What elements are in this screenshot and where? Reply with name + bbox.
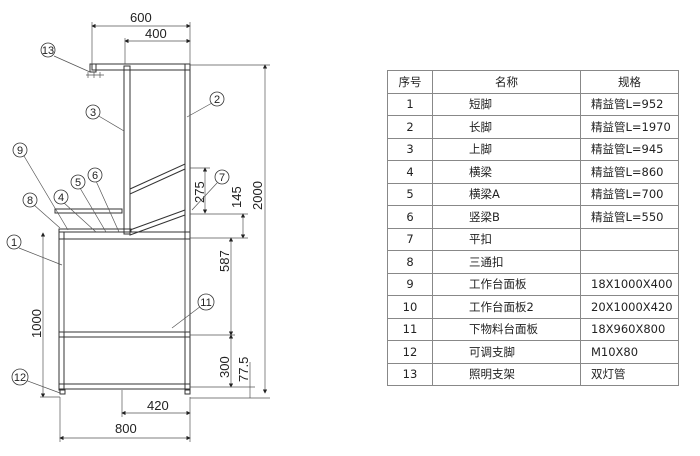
svg-text:8: 8 (27, 195, 33, 207)
row-name: 可调支脚 (432, 340, 581, 364)
callout-4: 4 (53, 189, 97, 233)
dim-400: 400 (145, 26, 167, 41)
row-spec: 双灯管 (580, 362, 679, 386)
dim-587: 587 (217, 250, 232, 272)
row-name: 上脚 (432, 137, 581, 161)
svg-text:13: 13 (42, 45, 54, 57)
frame (54, 63, 191, 395)
row-no: 13 (387, 362, 433, 386)
row-spec: 18X960X800 (580, 317, 679, 341)
callout-6: 6 (87, 167, 120, 233)
callout-2: 2 (186, 91, 225, 118)
table-header: 序号 名称 规格 (387, 70, 679, 94)
row-spec: 精益管L=945 (580, 137, 679, 161)
row-no: 2 (387, 115, 433, 139)
dim-145: 145 (229, 186, 244, 208)
row-name: 三通扣 (432, 250, 581, 274)
svg-text:5: 5 (75, 177, 81, 189)
row-name: 工作台面板2 (432, 295, 581, 319)
row-spec: 20X1000X420 (580, 295, 679, 319)
dimension-lines (40, 22, 270, 442)
row-name: 照明支架 (432, 362, 581, 386)
svg-text:1: 1 (11, 237, 17, 249)
row-no: 5 (387, 182, 433, 206)
callout-12: 12 (11, 368, 61, 394)
dim-800: 800 (115, 421, 137, 436)
dim-300: 300 (217, 356, 232, 378)
callout-1: 1 (6, 234, 63, 266)
dimension-labels: 600 400 2000 275 145 587 300 77.5 1000 4… (29, 10, 265, 436)
callout-9: 9 (12, 142, 69, 231)
row-no: 10 (387, 295, 433, 319)
row-no: 11 (387, 317, 433, 341)
svg-text:2: 2 (214, 94, 220, 106)
row-spec: 精益管L=550 (580, 205, 679, 229)
callout-8: 8 (22, 192, 61, 229)
row-name: 下物料台面板 (432, 317, 581, 341)
row-no: 9 (387, 272, 433, 296)
row-name: 平扣 (432, 227, 581, 251)
row-name: 横梁 (432, 160, 581, 184)
dim-77-5: 77.5 (236, 357, 251, 382)
callouts: 13 2 3 9 6 5 4 8 7 1 11 12 (6, 42, 230, 394)
svg-text:11: 11 (200, 297, 211, 309)
row-spec: M10X80 (580, 340, 679, 364)
svg-text:9: 9 (17, 145, 23, 157)
row-no: 6 (387, 205, 433, 229)
svg-text:4: 4 (58, 192, 64, 204)
dim-2000: 2000 (250, 181, 265, 210)
row-spec: 精益管L=1970 (580, 115, 679, 139)
row-spec (580, 250, 679, 274)
row-name: 长脚 (432, 115, 581, 139)
header-name: 名称 (432, 70, 581, 94)
row-spec: 精益管L=860 (580, 160, 679, 184)
row-name: 短脚 (432, 92, 581, 116)
row-no: 12 (387, 340, 433, 364)
row-name: 横梁A (432, 182, 581, 206)
row-no: 7 (387, 227, 433, 251)
row-no: 3 (387, 137, 433, 161)
dim-1000: 1000 (29, 309, 44, 338)
dim-420: 420 (147, 398, 169, 413)
row-no: 8 (387, 250, 433, 274)
row-name: 竖梁B (432, 205, 581, 229)
dim-600: 600 (130, 10, 152, 25)
row-spec: 精益管L=700 (580, 182, 679, 206)
svg-text:12: 12 (14, 372, 26, 384)
callout-7: 7 (191, 169, 230, 211)
header-spec: 规格 (580, 70, 679, 94)
row-spec: 18X1000X400 (580, 272, 679, 296)
row-spec (580, 227, 679, 251)
callout-13: 13 (40, 42, 91, 73)
callout-5: 5 (70, 174, 107, 233)
svg-text:6: 6 (92, 170, 98, 182)
callout-3: 3 (85, 104, 125, 132)
header-no: 序号 (387, 70, 433, 94)
svg-text:3: 3 (90, 107, 96, 119)
row-name: 工作台面板 (432, 272, 581, 296)
row-spec: 精益管L=952 (580, 92, 679, 116)
row-no: 4 (387, 160, 433, 184)
svg-text:7: 7 (219, 172, 225, 184)
dim-275: 275 (192, 181, 207, 203)
callout-11: 11 (171, 293, 215, 329)
row-no: 1 (387, 92, 433, 116)
